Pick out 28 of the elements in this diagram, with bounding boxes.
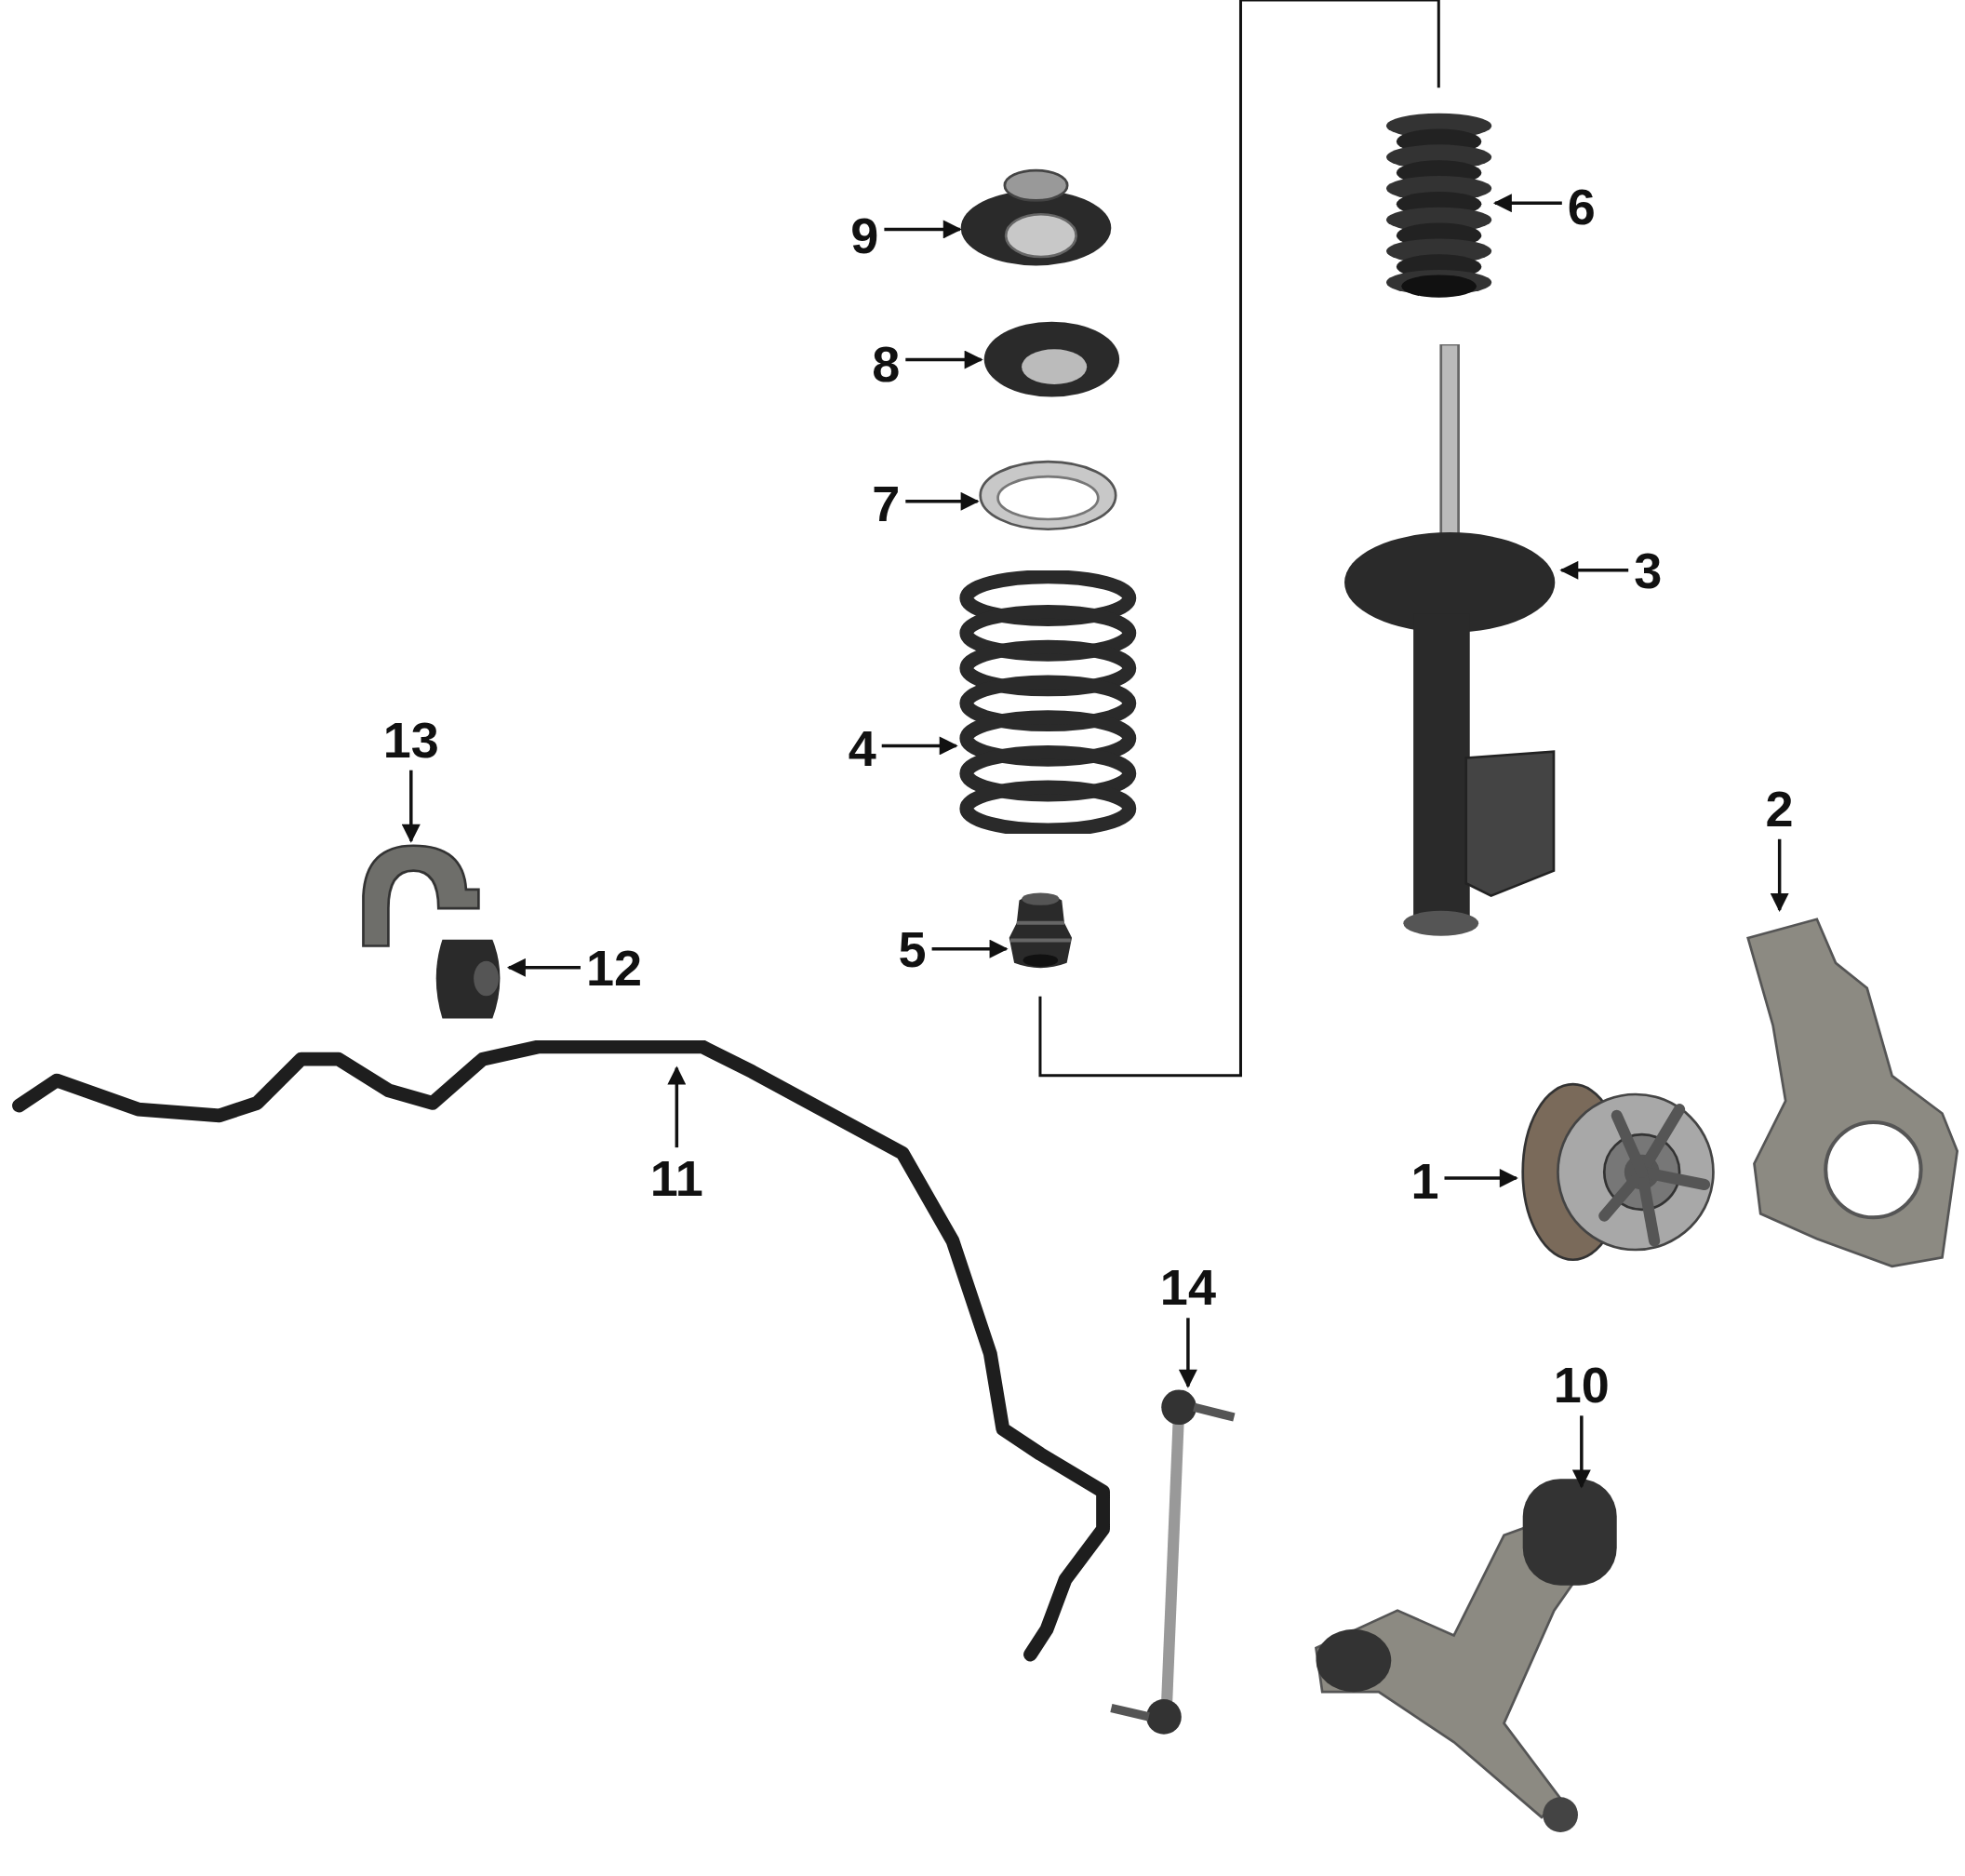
leader-arrow <box>1571 1415 1591 1489</box>
callout-number: 10 <box>1553 1360 1610 1411</box>
leader-arrow <box>1492 194 1562 213</box>
leader-arrow <box>1559 560 1629 580</box>
leader-arrow <box>667 1065 687 1148</box>
leader-arrow <box>931 939 1009 958</box>
leader-arrow <box>884 220 962 239</box>
callout-number: 14 <box>1159 1262 1216 1313</box>
leader-arrow <box>1444 1169 1518 1188</box>
leader-arrow <box>1770 838 1789 912</box>
leader-arrow <box>905 350 983 369</box>
leader-arrow <box>905 491 980 511</box>
callout-number: 4 <box>848 723 876 774</box>
leader-arrow <box>881 736 958 756</box>
callout-number: 13 <box>382 714 439 765</box>
callout-number: 12 <box>585 942 643 993</box>
callout-number: 3 <box>1634 544 1663 596</box>
leader-arrow <box>401 770 421 843</box>
leader-arrow <box>506 958 581 977</box>
callout-number: 6 <box>1567 181 1596 233</box>
callout-number: 9 <box>850 210 879 261</box>
callout-number: 8 <box>872 338 901 389</box>
callout-number: 11 <box>649 1153 703 1204</box>
callout-number: 5 <box>898 923 927 974</box>
callout-number: 7 <box>872 478 901 529</box>
callout-number: 2 <box>1765 783 1794 834</box>
callout-number: 1 <box>1410 1155 1439 1206</box>
leader-arrow <box>1178 1318 1197 1388</box>
